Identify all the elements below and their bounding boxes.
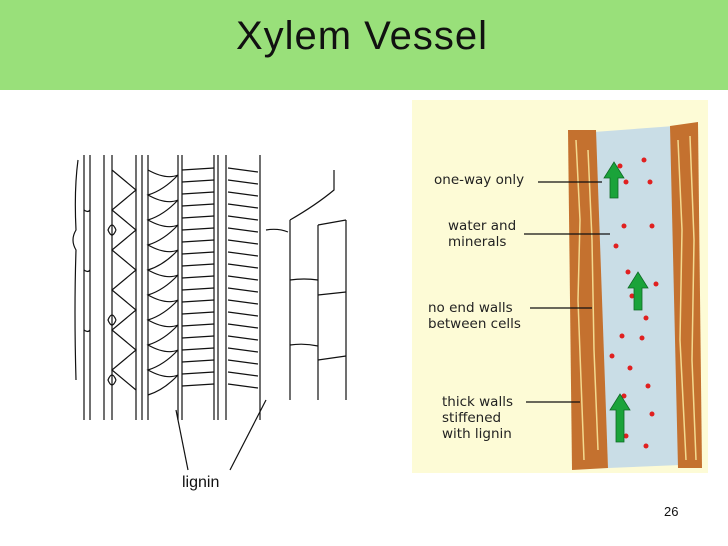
label-thick-walls: thick walls stiffened with lignin — [442, 394, 513, 442]
mineral-dots — [609, 157, 659, 449]
vessel-left-wall — [568, 130, 608, 470]
label-no-end-walls: no end walls between cells — [428, 300, 521, 332]
label-one-way: one-way only — [434, 172, 525, 188]
xylem-line-drawing — [72, 155, 347, 471]
slide-title: Xylem Vessel — [235, 14, 489, 58]
vessel-diagram-panel: one-way only water and minerals no end w… — [412, 100, 708, 473]
vessel-illustration — [524, 122, 702, 470]
label-water-minerals: water and minerals — [448, 218, 517, 250]
title-bar — [0, 0, 728, 90]
vessel-right-wall — [670, 122, 702, 468]
page-number: 26 — [664, 504, 679, 519]
upward-flow-arrows — [603, 161, 649, 443]
lignin-label: lignin — [182, 474, 220, 491]
